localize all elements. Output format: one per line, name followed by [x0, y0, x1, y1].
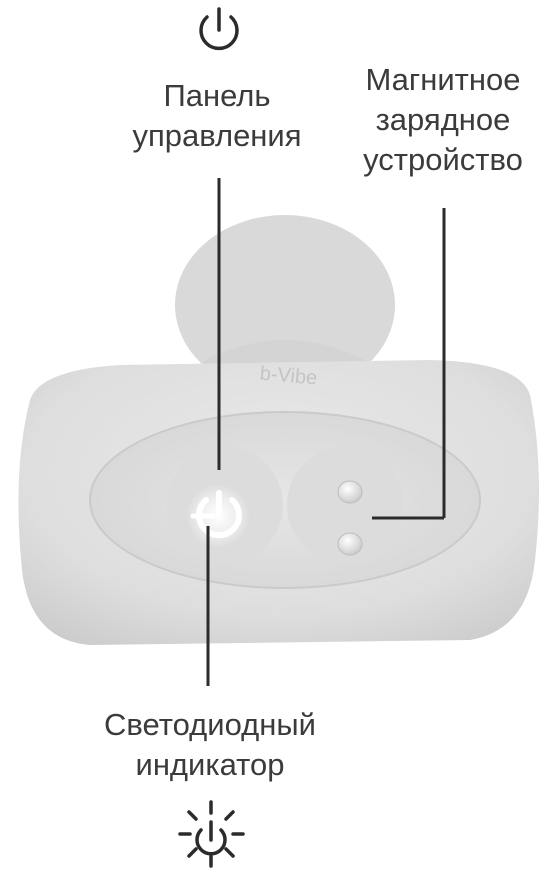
magnetic-charger-label-line-2: зарядное	[328, 100, 553, 140]
magnetic-charger-label-line-3: устройство	[328, 140, 553, 180]
control-panel-label: Панель управления	[92, 76, 342, 156]
led-indicator-label-line-1: Светодиодный	[40, 705, 380, 745]
power-icon	[201, 9, 237, 48]
charger-pin-top	[338, 481, 362, 503]
magnetic-charger-label-line-1: Магнитное	[328, 60, 553, 100]
led-indicator-label-line-2: индикатор	[40, 745, 380, 785]
led-indicator-label: Светодиодный индикатор	[40, 705, 380, 785]
control-disc	[90, 412, 480, 588]
control-panel-label-line-1: Панель	[92, 76, 342, 116]
magnetic-charger-label: Магнитное зарядное устройство	[328, 60, 553, 180]
control-panel-label-line-2: управления	[92, 116, 342, 156]
power-light-icon	[180, 802, 243, 866]
charger-pin-bottom	[338, 533, 362, 555]
